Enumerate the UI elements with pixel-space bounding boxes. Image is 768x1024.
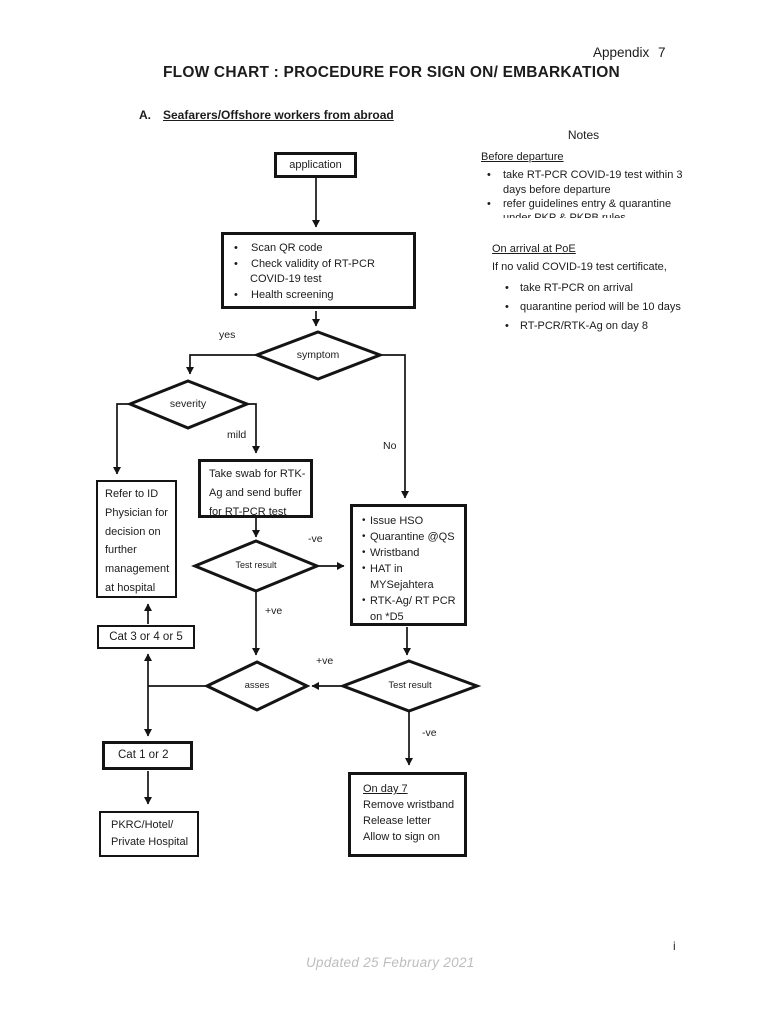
hso-item: Wristband — [370, 547, 420, 559]
notes-title: Notes — [567, 128, 600, 142]
notes-bullet-text: days before departure — [503, 183, 611, 196]
page-title: FLOW CHART : PROCEDURE FOR SIGN ON/ EMBA… — [163, 64, 620, 81]
page-number: i — [673, 939, 676, 953]
screening-item: Check validity of RT-PCR — [251, 257, 375, 270]
notes-bullet-text: RT-PCR/RTK-Ag on day 8 — [520, 320, 648, 332]
screening-item: COVID-19 test — [250, 273, 322, 285]
edge-label-positive-1: +ve — [265, 605, 283, 617]
assess-diamond — [203, 660, 311, 712]
severity-diamond-label: severity — [169, 398, 207, 410]
notes-bullet: • quarantine period will be 10 days — [505, 298, 686, 317]
refer-line: further — [105, 544, 137, 557]
notes-bullet: • take RT-PCR on arrival — [505, 279, 686, 298]
notes-bullet: • take RT-PCR COVID-19 test within 3 day… — [487, 168, 686, 197]
symptom-diamond — [252, 330, 385, 381]
refer-line: Refer to ID — [105, 488, 159, 500]
notes-bullet-text: quarantine period will be 10 days — [520, 301, 681, 313]
swab-line: for RT-PCR test — [209, 506, 287, 518]
notes-on-arrival-intro: If no valid COVID-19 test certificate, — [492, 261, 667, 273]
bullet-icon: • — [234, 288, 238, 301]
notes-bullet: • RT-PCR/RTK-Ag on day 8 — [505, 317, 686, 336]
connector-lines — [113, 178, 413, 805]
day7-line: Allow to sign on — [363, 831, 441, 843]
day7-heading: On day 7 — [363, 783, 408, 795]
bullet-icon: • — [234, 257, 238, 270]
bullet-icon: • — [505, 301, 509, 313]
screening-item: Scan QR code — [251, 242, 323, 254]
test-result-1-label: Test result — [235, 560, 277, 570]
refer-id-physician-node: Refer to ID Physician for decision on fu… — [96, 480, 177, 598]
edge-label-no: No — [383, 440, 397, 452]
pkrc-line: PKRC/Hotel/ — [111, 819, 174, 831]
swab-line: Take swab for RTK- — [209, 468, 306, 480]
edge-label-mild: mild — [227, 429, 247, 441]
notes-on-arrival-heading: On arrival at PoE — [492, 242, 576, 255]
on-day-7-node: On day 7 Remove wristband Release letter… — [348, 772, 467, 857]
bullet-icon: • — [362, 563, 366, 574]
edge-label-positive-2: +ve — [316, 655, 334, 667]
test-result-1-diamond — [191, 539, 321, 593]
assess-diamond-label: asses — [244, 680, 270, 691]
hso-item: HAT in — [370, 563, 403, 575]
bullet-icon: • — [234, 242, 238, 254]
notes-clipped-line: under PKP & PKPB rules — [503, 211, 626, 218]
decision-diamonds — [126, 330, 482, 713]
refer-line: management — [105, 563, 170, 576]
hso-item: on *D5 — [370, 611, 404, 623]
edge-label-negative-2: -ve — [422, 727, 437, 739]
bullet-icon: • — [487, 198, 491, 210]
section-label: A. — [139, 108, 151, 122]
bullet-icon: • — [362, 531, 366, 542]
notes-bullet-text: refer guidelines entry & quarantine — [503, 198, 672, 210]
screening-node: •Scan QR code •Check validity of RT-PCR … — [221, 232, 416, 309]
pkrc-line: Private Hospital — [111, 836, 189, 848]
edge-label-negative-1: -ve — [308, 533, 323, 545]
application-node: application — [274, 152, 357, 178]
bullet-icon: • — [362, 515, 366, 526]
bullet-icon: • — [362, 547, 366, 558]
issue-hso-node: • Issue HSO • Quarantine @QS • Wristband • H… — [350, 504, 467, 626]
notes-panel: Notes Before departure • take RT-PCR COV… — [481, 128, 686, 336]
pkrc-hotel-node: PKRC/Hotel/ Private Hospital — [99, 811, 199, 857]
swab-line: Ag and send buffer — [209, 487, 302, 499]
severity-diamond — [126, 379, 252, 430]
notes-bullet-text: take RT-PCR COVID-19 test within 3 — [503, 169, 683, 181]
appendix-label: Appendix 7 — [593, 45, 666, 60]
notes-before-departure-heading: Before departure — [481, 150, 564, 163]
section-heading: Seafarers/Offshore workers from abroad — [163, 108, 394, 122]
bullet-icon: • — [505, 320, 509, 332]
cat-3-4-5-node: Cat 3 or 4 or 5 — [97, 625, 195, 649]
bullet-icon: • — [362, 595, 366, 606]
symptom-diamond-label: symptom — [296, 349, 340, 361]
test-result-2-label: Test result — [388, 680, 432, 691]
edge-label-yes: yes — [219, 329, 236, 341]
refer-line: Physician for — [105, 506, 168, 519]
refer-line: decision on — [105, 525, 161, 538]
hso-item: RTK-Ag/ RT PCR — [370, 595, 456, 607]
bullet-icon: • — [505, 282, 509, 294]
screening-item: Health screening — [251, 288, 334, 301]
refer-line: at hospital — [105, 581, 156, 594]
cat-1-2-node: Cat 1 or 2 — [102, 741, 193, 770]
test-result-2-diamond — [338, 659, 482, 713]
notes-bullet-text: take RT-PCR on arrival — [520, 282, 633, 294]
day7-line: Release letter — [363, 815, 431, 827]
bullet-icon: • — [487, 169, 491, 181]
take-swab-node: Take swab for RTK- Ag and send buffer fo… — [198, 459, 313, 518]
notes-bullet: • refer guidelines entry & quarantine — [487, 197, 686, 212]
hso-item: MYSejahtera — [370, 579, 434, 591]
hso-item: Issue HSO — [370, 515, 424, 527]
day7-line: Remove wristband — [363, 799, 455, 811]
updated-date-note: Updated 25 February 2021 — [306, 955, 475, 970]
hso-item: Quarantine @QS — [370, 531, 455, 543]
